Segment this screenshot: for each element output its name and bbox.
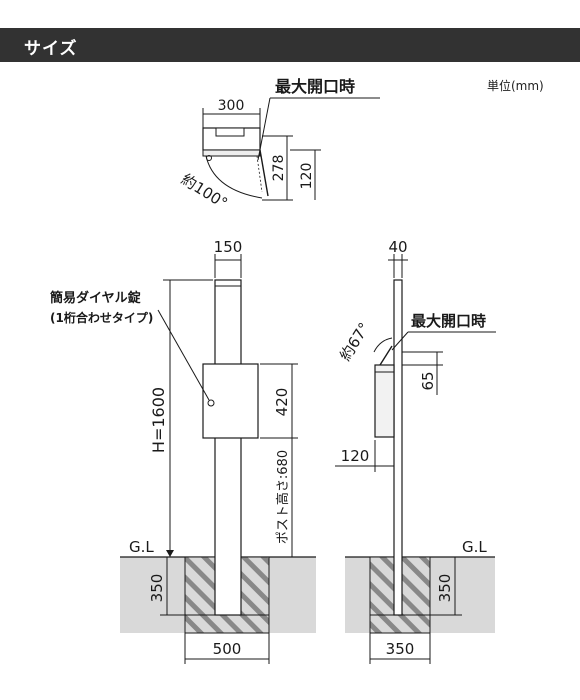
side-base-width-label: 350	[386, 640, 415, 658]
side-box-depth-label: 120	[341, 447, 370, 465]
front-depth-label: 350	[148, 574, 166, 603]
side-angle-label: 約67°	[336, 319, 373, 364]
top-max-open-leader	[257, 97, 271, 161]
top-width-label: 300	[218, 98, 245, 114]
section-title: サイズ	[24, 39, 78, 59]
top-box-front	[202, 149, 261, 157]
section-header: サイズ	[0, 28, 580, 62]
side-depth-label: 350	[436, 574, 454, 603]
front-lock-label-line2: (1桁合わせタイプ)	[50, 310, 153, 325]
side-view: 40 最大開口時 約67° 65 120 G.L 350 350	[335, 238, 496, 664]
side-ground-label: G.L	[462, 538, 487, 556]
front-box-height-label: 420	[273, 388, 291, 417]
front-height-label: H=1600	[149, 387, 168, 453]
front-lock-icon	[207, 399, 215, 407]
top-view: 300 最大開口時 278 120 約100°	[178, 77, 380, 212]
side-max-open-leader	[391, 331, 409, 351]
front-post-height-label: ポスト高さ:680	[275, 450, 291, 544]
front-height-arrow	[166, 550, 174, 557]
side-open-flap	[379, 345, 393, 366]
side-post	[393, 279, 403, 616]
unit-label: 単位(mm)	[487, 79, 544, 93]
front-lock-leader	[157, 309, 210, 401]
top-open-door	[259, 149, 269, 197]
top-swing-arc	[205, 155, 263, 199]
top-max-open-label: 最大開口時	[275, 77, 355, 96]
top-open-door-dash	[256, 155, 263, 193]
top-box-flap	[215, 127, 245, 137]
side-foundation-base	[369, 614, 431, 634]
front-post-width-label: 150	[214, 238, 243, 256]
top-depth-label: 278	[271, 155, 287, 182]
front-view: 150 簡易ダイヤル錠 (1桁合わせタイプ) H=1600 420 ポスト高さ:…	[49, 238, 316, 664]
front-post	[214, 279, 242, 616]
front-foundation-base	[184, 614, 270, 634]
front-lock-label-line1: 簡易ダイヤル錠	[49, 290, 142, 306]
front-base-width-label: 500	[213, 640, 242, 658]
top-angle-label: 約100°	[178, 170, 231, 212]
side-post-width-label: 40	[388, 238, 407, 256]
top-depth-open-label: 120	[299, 163, 315, 190]
side-mailbox	[374, 364, 395, 438]
front-ground-label: G.L	[129, 538, 154, 556]
side-slot-label: 65	[419, 371, 437, 390]
side-swing-arc	[373, 337, 393, 353]
side-max-open-label: 最大開口時	[411, 312, 486, 330]
